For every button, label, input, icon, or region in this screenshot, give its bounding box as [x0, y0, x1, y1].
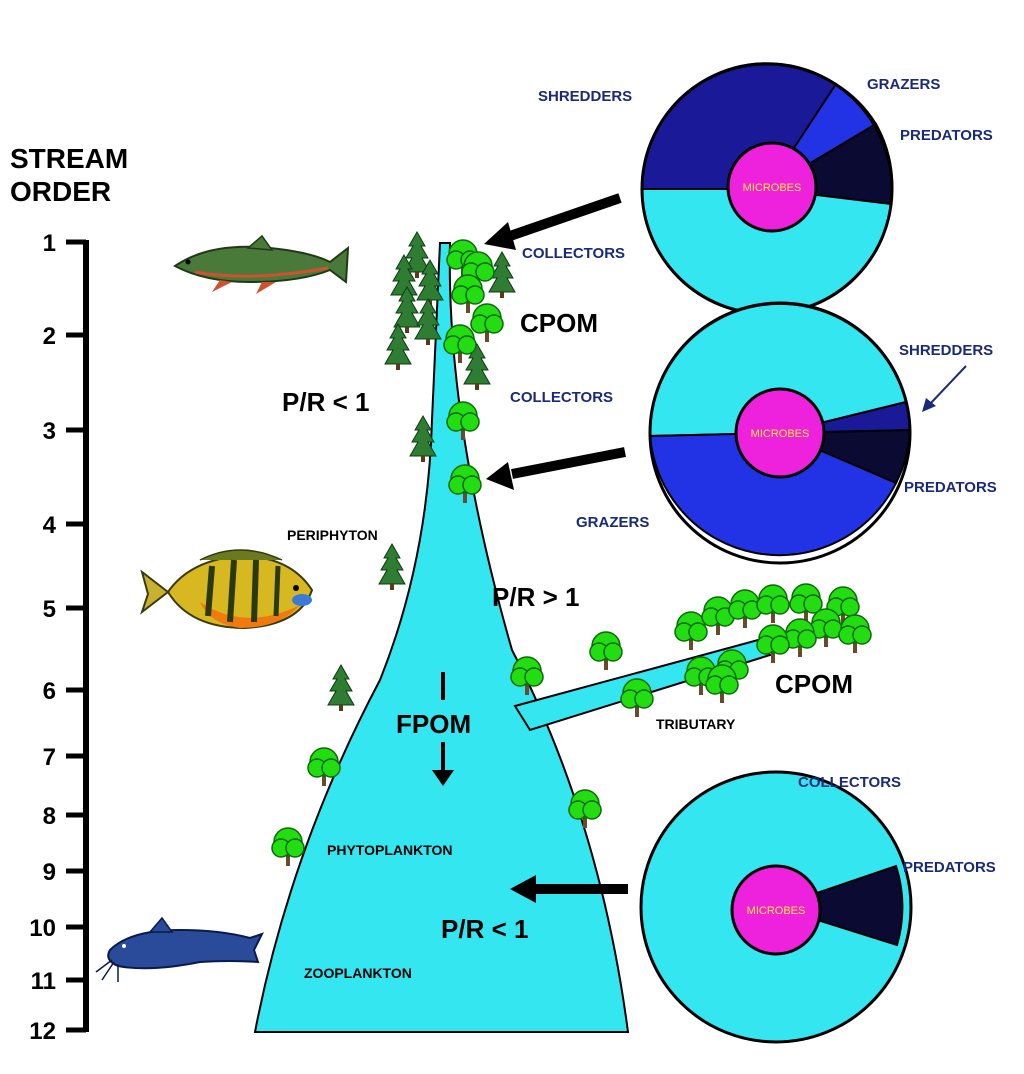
- stream-order-heading: STREAM ORDER: [10, 142, 128, 208]
- microbes-center: [730, 864, 822, 956]
- pr-ratio-middle-label: P/R > 1: [492, 582, 579, 612]
- axis-tick-label: 2: [43, 323, 56, 350]
- fpom-label: FPOM: [396, 709, 471, 739]
- axis-tick-label: 6: [43, 678, 56, 705]
- grazers-label: GRAZERS: [867, 76, 940, 93]
- predators-label: PREDATORS: [904, 479, 997, 496]
- grazers-slice: [648, 431, 898, 557]
- microbes-label: MICROBES: [743, 182, 802, 194]
- axis-tick-label: 12: [29, 1018, 56, 1045]
- stream-order-heading-line1: STREAM: [10, 143, 129, 174]
- stream-order-heading-line2: ORDER: [10, 176, 112, 207]
- deciduous-tree-icon: [620, 678, 654, 718]
- predators-label: PREDATORS: [900, 127, 993, 144]
- cpom-upper-label: CPOM: [520, 308, 598, 338]
- axis-tick-label: 7: [43, 744, 56, 771]
- axis-tick-label: 3: [43, 418, 56, 445]
- collectors-label: COLLECTORS: [510, 389, 613, 406]
- sunfish-icon: [140, 549, 314, 630]
- pie-middle: MICROBES: [648, 301, 912, 565]
- axis-tick-label: 10: [29, 915, 56, 942]
- pr-ratio-lower-label: P/R < 1: [441, 914, 528, 944]
- zooplankton-label: ZOOPLANKTON: [304, 965, 412, 981]
- axis-tick-label: 5: [43, 596, 56, 623]
- catfish-icon: [95, 916, 264, 982]
- axis-tick-label: 4: [43, 512, 57, 539]
- shredders-pointer-arrow-icon: [922, 365, 967, 412]
- phytoplankton-label: PHYTOPLANKTON: [327, 842, 453, 858]
- deciduous-tree-icon: [705, 664, 739, 704]
- deciduous-tree-icon: [589, 631, 623, 671]
- arrow-icon: [486, 447, 626, 490]
- predators-label: PREDATORS: [903, 859, 996, 876]
- microbes-label: MICROBES: [751, 428, 810, 440]
- microbes-center: [734, 387, 826, 479]
- deciduous-tree-icon: [728, 589, 762, 629]
- pie-upper: MICROBES: [640, 62, 894, 316]
- deciduous-tree-icon: [838, 614, 872, 654]
- axis-tick-label: 8: [43, 803, 56, 830]
- deciduous-tree-icon: [756, 584, 790, 624]
- predators-slice: [772, 864, 904, 947]
- collectors-label: COLLECTORS: [798, 774, 901, 791]
- arrow-icon: [484, 193, 622, 250]
- deciduous-tree-icon: [783, 618, 817, 658]
- periphyton-label: PERIPHYTON: [287, 527, 378, 543]
- axis-tick-label: 1: [43, 230, 56, 257]
- pie-labels: SHREDDERS GRAZERS PREDATORS COLLECTORS S…: [510, 76, 997, 876]
- trout-icon: [173, 234, 350, 294]
- arrow-icon: [510, 875, 628, 903]
- grazers-label: GRAZERS: [576, 514, 649, 531]
- deciduous-tree-icon: [470, 303, 504, 343]
- axis-tick-label: 11: [31, 968, 56, 995]
- collectors-label: COLLECTORS: [522, 245, 625, 262]
- fpom-arrow-icon: [432, 672, 454, 786]
- stream-labels: CPOM P/R < 1 PERIPHYTON P/R > 1 CPOM TRI…: [282, 308, 853, 981]
- shredders-label: SHREDDERS: [899, 342, 993, 359]
- pie-lower: MICROBES: [639, 770, 913, 1044]
- cpom-tributary-label: CPOM: [775, 669, 853, 699]
- arrows: [432, 193, 628, 903]
- shredders-label: SHREDDERS: [538, 88, 632, 105]
- microbes-label: MICROBES: [747, 905, 806, 917]
- conifer-tree-icon: [378, 543, 406, 591]
- microbes-center: [726, 141, 818, 233]
- tributary-label: TRIBUTARY: [656, 716, 736, 732]
- deciduous-tree-icon: [271, 827, 305, 867]
- conifer-tree-icon: [327, 664, 355, 712]
- axis-tick-label: 9: [43, 859, 56, 886]
- pr-ratio-upper-label: P/R < 1: [282, 387, 369, 417]
